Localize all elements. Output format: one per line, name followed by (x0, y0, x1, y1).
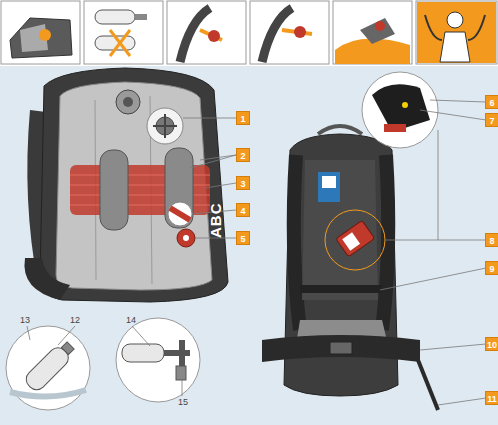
callout-number: 8 (485, 233, 498, 247)
callout-number: 6 (485, 95, 498, 109)
callout-number: 5 (236, 231, 250, 245)
callout-number: 15 (178, 398, 188, 407)
callout-number: 7 (485, 113, 498, 127)
leader-lines (27, 100, 486, 405)
backpack-back (24, 68, 228, 302)
cylinder-insets (6, 318, 200, 410)
callout-number: 2 (236, 148, 250, 162)
callout-number: 3 (236, 176, 250, 190)
callout-number: 13 (20, 316, 30, 325)
backpack-front (262, 72, 438, 410)
callout-number: 14 (126, 316, 136, 325)
callout-number: 12 (70, 316, 80, 325)
callout-number: 10 (485, 337, 498, 351)
callout-number: 11 (485, 391, 498, 405)
callout-number: 1 (236, 111, 250, 125)
brand-logo: ABC (208, 203, 223, 239)
callout-number: 9 (485, 261, 498, 275)
instruction-strip (0, 0, 498, 66)
callout-number: 4 (236, 203, 250, 217)
